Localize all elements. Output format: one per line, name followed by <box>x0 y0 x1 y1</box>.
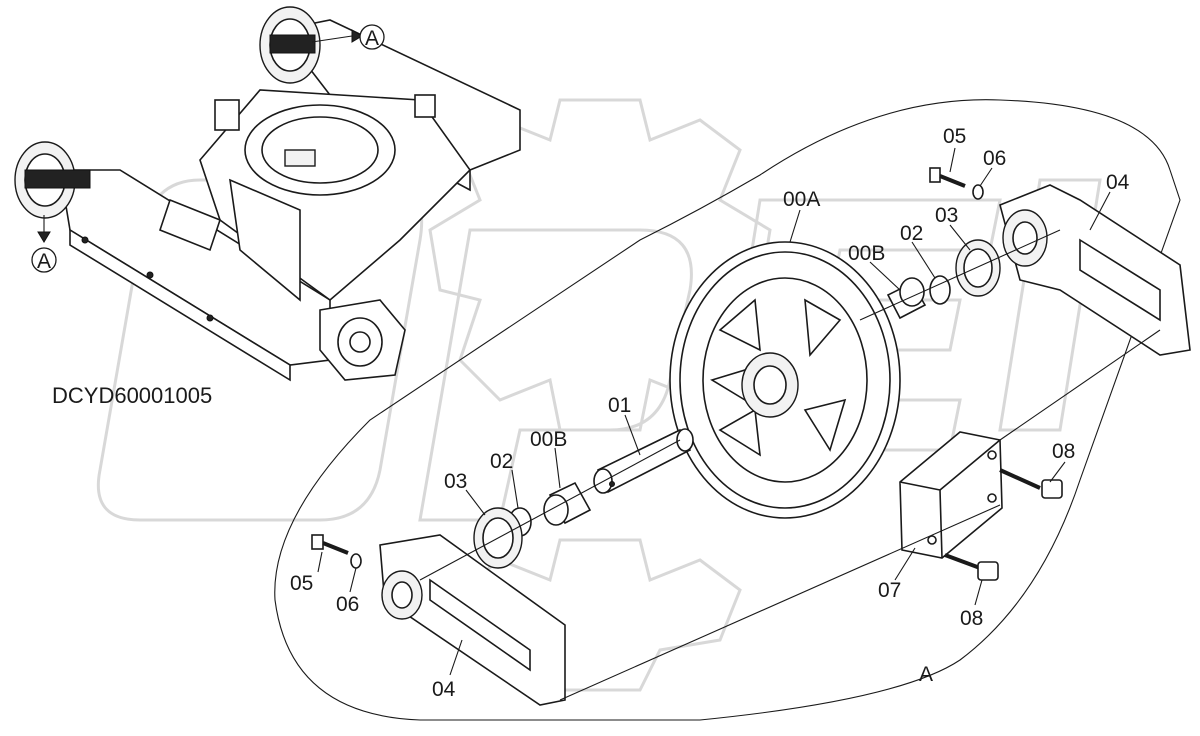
label-05-bottom: 05 <box>290 572 313 595</box>
callout-a-top-label: A <box>365 27 379 50</box>
label-00b-bottom: 00B <box>530 428 567 451</box>
part-bracket-top <box>999 184 1191 356</box>
label-00a: 00A <box>783 188 820 211</box>
assembly-lines <box>419 229 1161 701</box>
part-bolt-05-top <box>929 167 966 188</box>
diagram-code: DCYD60001005 <box>52 383 212 408</box>
part-idler-wheel <box>669 241 901 519</box>
label-08-bottom: 08 <box>960 607 983 630</box>
label-00b-top: 00B <box>848 242 885 265</box>
detail-outline <box>274 99 1181 721</box>
part-bolt-08-top <box>999 468 1063 499</box>
label-02-bottom: 02 <box>490 450 513 473</box>
callout-a-left: A <box>31 215 57 273</box>
part-bolt-05-bottom <box>311 534 349 555</box>
part-washer-top <box>972 184 984 200</box>
label-03-bottom: 03 <box>444 470 467 493</box>
part-oring-top <box>929 275 951 305</box>
part-labels: 05 06 04 03 02 00B 00A 01 00B 02 03 05 0… <box>290 125 1130 701</box>
callout-a-left-label: A <box>37 250 51 273</box>
label-06-top: 06 <box>983 147 1006 170</box>
label-02-top: 02 <box>900 222 923 245</box>
label-03-top: 03 <box>935 204 958 227</box>
label-04-bottom: 04 <box>432 678 456 701</box>
label-04-top: 04 <box>1106 171 1130 194</box>
part-shaft <box>593 428 694 494</box>
label-07: 07 <box>878 579 901 602</box>
label-05-top: 05 <box>943 125 966 148</box>
label-06-bottom: 06 <box>336 593 359 616</box>
part-plate <box>899 431 1003 559</box>
callout-a-top: A <box>311 24 385 50</box>
part-seal-top <box>955 239 1001 297</box>
label-01: 01 <box>608 394 631 417</box>
part-bracket-bottom <box>379 534 566 706</box>
undercarriage-frame <box>14 6 521 382</box>
part-washer-bottom <box>350 553 362 569</box>
label-08-top: 08 <box>1052 440 1075 463</box>
label-detail-a: A <box>919 663 933 686</box>
part-bushing-bottom <box>543 481 592 526</box>
leader-lines <box>317 147 1111 676</box>
part-bolt-08-bottom <box>944 553 999 581</box>
